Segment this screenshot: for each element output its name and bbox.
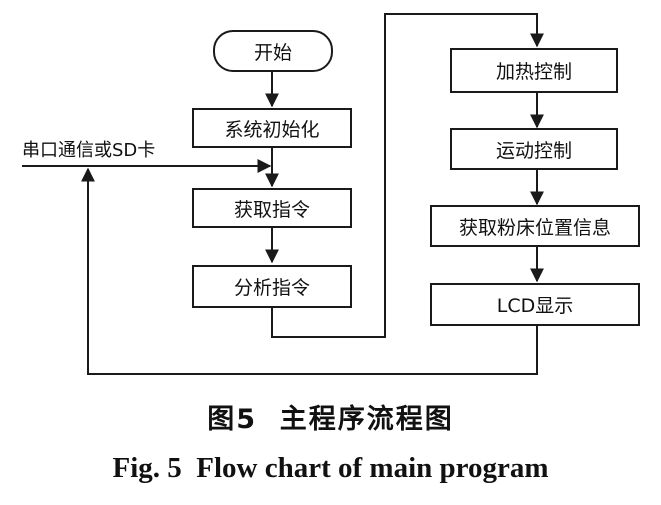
parse-command-label: 分析指令 xyxy=(233,277,310,299)
parse-command-box: 分析指令 xyxy=(192,265,352,308)
lcd-display-label: LCD显示 xyxy=(496,295,574,317)
get-command-box: 获取指令 xyxy=(192,188,352,228)
heating-control-label: 加热控制 xyxy=(495,61,572,83)
init-box: 系统初始化 xyxy=(192,108,352,148)
start-label: 开始 xyxy=(253,41,292,64)
arrow-loop-back xyxy=(81,167,538,375)
motion-control-label: 运动控制 xyxy=(495,139,572,162)
get-bed-position-label: 获取粉床位置信息 xyxy=(458,216,611,239)
lcd-display-box: LCD显示 xyxy=(430,283,640,326)
motion-control-box: 运动控制 xyxy=(450,128,618,170)
input-source-label: 串口通信或SD卡 xyxy=(22,140,156,161)
get-command-label: 获取指令 xyxy=(233,198,310,221)
start-node: 开始 xyxy=(213,30,333,72)
heating-control-box: 加热控制 xyxy=(450,48,618,93)
caption-chinese: 图5 主程序流程图 xyxy=(207,404,454,435)
arrow-parse-to-heating xyxy=(271,13,544,338)
caption-english: Fig. 5 Flow chart of main program xyxy=(112,452,549,484)
get-bed-position-box: 获取粉床位置信息 xyxy=(430,205,640,247)
init-label: 系统初始化 xyxy=(224,118,320,141)
